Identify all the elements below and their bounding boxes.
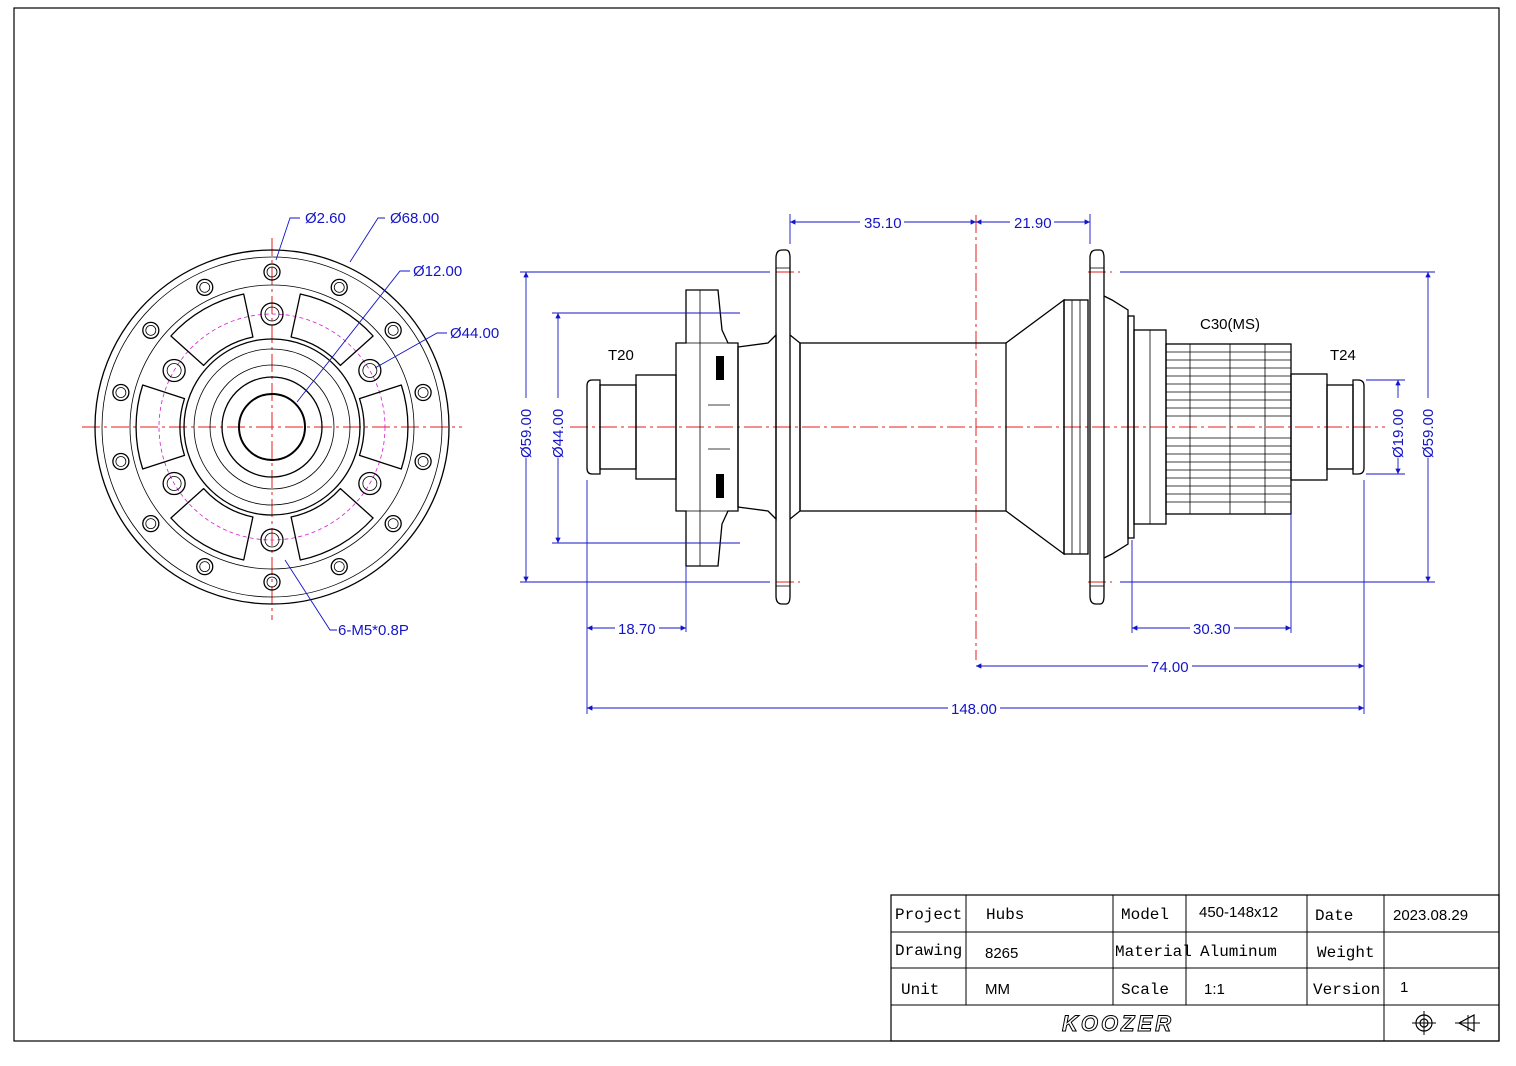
tb-unit-value: MM bbox=[985, 981, 1010, 998]
spoke-hole bbox=[142, 514, 160, 533]
spoke-hole bbox=[414, 383, 432, 402]
front-view: Ø2.60 Ø68.00 Ø12.00 Ø44.00 6-M5*0.8P bbox=[82, 210, 499, 639]
tb-material-value: Aluminum bbox=[1200, 943, 1277, 961]
dim-freehub-length: 30.30 bbox=[1193, 621, 1231, 638]
dim-axle-dia: Ø19.00 bbox=[1390, 409, 1407, 458]
rotor-bolt-hole-inner bbox=[264, 306, 280, 322]
rotor-bolt-hole bbox=[358, 358, 382, 383]
tb-drawing-label: Drawing bbox=[895, 942, 962, 960]
dim-rotor-offset: 18.70 bbox=[618, 621, 656, 638]
spoke-hole bbox=[196, 558, 214, 576]
tb-date-label: Date bbox=[1315, 907, 1353, 925]
tb-weight-label: Weight bbox=[1317, 944, 1375, 962]
dim-rotor-dia: Ø44.00 bbox=[550, 409, 567, 458]
rotor-bolt-hole bbox=[162, 471, 186, 496]
rotor-bolt-hole bbox=[260, 302, 284, 326]
tb-model-label: Model bbox=[1121, 906, 1169, 924]
left-flange bbox=[775, 249, 791, 605]
pcd-circle bbox=[158, 313, 386, 541]
rotor-bolt-holes bbox=[162, 302, 382, 552]
dim-flange-offset-left: 35.10 bbox=[864, 215, 902, 232]
tb-drawing-value: 8265 bbox=[985, 945, 1018, 962]
label-left-axle: T20 bbox=[608, 347, 634, 364]
rotor-bolt-hole-inner bbox=[362, 476, 378, 491]
dim-hole-dia: Ø2.60 bbox=[305, 210, 346, 227]
tb-date-value: 2023.08.29 bbox=[1393, 907, 1468, 924]
lightening-windows bbox=[135, 293, 409, 561]
spoke-hole bbox=[384, 514, 402, 533]
spoke-hole bbox=[263, 573, 281, 591]
projection-symbol-icon bbox=[1412, 1011, 1480, 1035]
hub-shell bbox=[799, 342, 1007, 512]
lightening-window bbox=[135, 384, 186, 470]
tb-scale-value: 1:1 bbox=[1204, 981, 1225, 998]
spoke-hole-inner bbox=[387, 518, 399, 530]
flange-outer-circle bbox=[94, 249, 450, 605]
lightening-window bbox=[170, 293, 254, 367]
spoke-hole-inner bbox=[145, 518, 157, 530]
rotor-bolt-hole-inner bbox=[166, 363, 182, 378]
spoke-hole bbox=[112, 452, 130, 471]
tb-project-label: Project bbox=[895, 906, 962, 924]
side-view: 35.10 21.90 18.70 30.30 74.00 148.00 Ø59… bbox=[516, 212, 1438, 718]
spoke-hole bbox=[263, 263, 281, 281]
spoke-hole-inner bbox=[145, 324, 157, 336]
label-freehub: C30(MS) bbox=[1200, 316, 1260, 333]
label-right-axle: T24 bbox=[1330, 347, 1356, 364]
dim-overall-width: 148.00 bbox=[951, 701, 997, 718]
lightening-window bbox=[290, 293, 374, 367]
spoke-hole-inner bbox=[417, 387, 429, 398]
tb-material-label: Material bbox=[1115, 943, 1192, 961]
title-block: Project Hubs Model 450-148x12 Date 2023.… bbox=[890, 894, 1500, 1042]
spoke-hole-inner bbox=[199, 281, 211, 293]
axle-bore bbox=[238, 393, 306, 461]
dim-right-flange-dia: Ø59.00 bbox=[1420, 409, 1437, 458]
rotor-bolt-hole-inner bbox=[166, 476, 182, 491]
dim-flange-dia: Ø68.00 bbox=[390, 210, 439, 227]
dim-flange-offset-right: 21.90 bbox=[1014, 215, 1052, 232]
spoke-hole bbox=[196, 278, 214, 296]
spoke-hole-inner bbox=[115, 456, 127, 467]
right-flange bbox=[1089, 249, 1105, 605]
dim-bore-dia: Ø12.00 bbox=[413, 263, 462, 280]
tb-project-value: Hubs bbox=[986, 906, 1024, 924]
drawing-border bbox=[13, 7, 1500, 1042]
spoke-hole bbox=[414, 452, 432, 471]
tb-version-value: 1 bbox=[1400, 979, 1408, 996]
spoke-hole bbox=[330, 558, 348, 576]
spoke-hole-inner bbox=[115, 387, 127, 398]
koozer-logo: KOOZER bbox=[1062, 1011, 1174, 1036]
spoke-hole-inner bbox=[417, 456, 429, 467]
rotor-bolt-hole bbox=[358, 471, 382, 496]
rotor-bolt-hole bbox=[260, 528, 284, 552]
tb-version-label: Version bbox=[1313, 981, 1380, 999]
dim-left-flange-dia: Ø59.00 bbox=[518, 409, 535, 458]
dim-thread: 6-M5*0.8P bbox=[338, 622, 409, 639]
spoke-holes bbox=[112, 263, 432, 591]
spoke-hole bbox=[112, 383, 130, 402]
spoke-hole-inner bbox=[199, 561, 211, 573]
freehub-body bbox=[1165, 343, 1292, 515]
tb-unit-label: Unit bbox=[901, 981, 939, 999]
spoke-hole bbox=[384, 321, 402, 340]
spoke-hole bbox=[142, 321, 160, 340]
spoke-hole-inner bbox=[266, 576, 278, 588]
rotor-bolt-hole bbox=[162, 358, 186, 383]
rotor-bolt-hole-inner bbox=[362, 363, 378, 378]
dim-half-width: 74.00 bbox=[1151, 659, 1189, 676]
dim-pcd-dia: Ø44.00 bbox=[450, 325, 499, 342]
spoke-hole bbox=[330, 278, 348, 296]
tb-scale-label: Scale bbox=[1121, 981, 1169, 999]
spoke-hole-inner bbox=[266, 266, 278, 278]
spoke-hole-inner bbox=[387, 324, 399, 336]
lightening-window bbox=[358, 384, 409, 470]
tb-model-value: 450-148x12 bbox=[1199, 904, 1278, 921]
rotor-mount bbox=[675, 289, 739, 567]
lightening-window bbox=[170, 487, 254, 561]
lightening-window bbox=[290, 487, 374, 561]
rotor-bolt-hole-inner bbox=[264, 532, 280, 548]
spoke-hole-inner bbox=[333, 281, 345, 293]
spoke-hole-inner bbox=[333, 561, 345, 573]
